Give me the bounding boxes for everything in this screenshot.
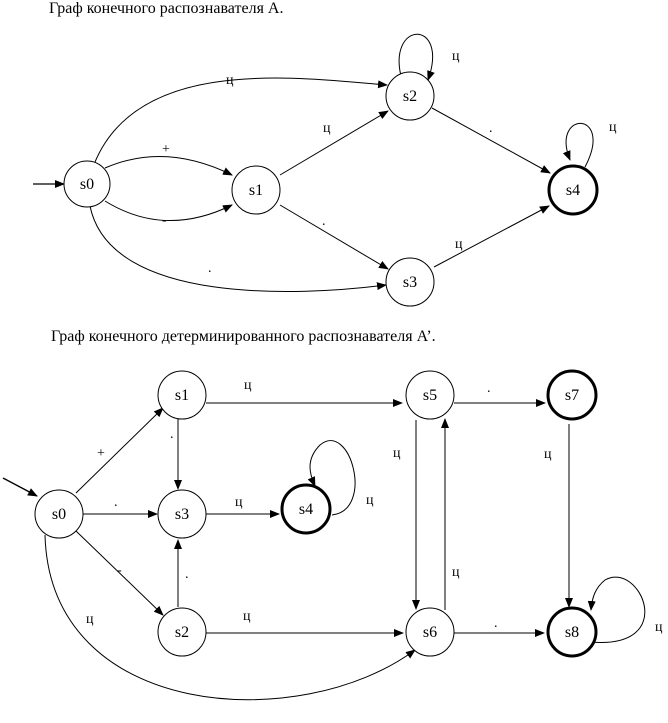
d2-state-s8: s8 [546, 606, 598, 658]
d2-label-s2-s3: . [185, 567, 189, 582]
d2-initial-arrow [2, 477, 38, 497]
d2-state-s5: s5 [405, 370, 455, 420]
d1-edge-s3-s4 [433, 205, 550, 268]
d1-label-s1-s3: . [322, 214, 326, 229]
d2-state-s5-label: s5 [423, 387, 437, 404]
d2-label-s6-s8: . [494, 616, 498, 631]
d2-label-s0-s2: - [117, 563, 122, 578]
d2-edge-s0-s2 [75, 530, 164, 616]
d1-edge-s1-s2 [279, 110, 389, 176]
d2-state-s1-label: s1 [175, 387, 189, 404]
d2-state-s0: s0 [34, 489, 84, 539]
d2-state-s1: s1 [157, 370, 207, 420]
d2-state-s7: s7 [546, 369, 598, 421]
d1-state-s2-label: s2 [403, 88, 417, 105]
d2-label-s6-s5: ц [452, 565, 460, 580]
d1-state-s1: s1 [231, 165, 281, 215]
d1-label-s0-s2: ц [226, 73, 234, 88]
d1-label-s2-loop: ц [452, 49, 460, 64]
d1-edge-s2-loop [398, 33, 435, 81]
d1-label-s1-s2: ц [323, 121, 331, 136]
d1-state-s3: s3 [385, 257, 435, 307]
d1-state-s4: s4 [547, 164, 599, 216]
d2-state-s3-label: s3 [175, 506, 189, 523]
d2-state-s0-label: s0 [52, 506, 66, 523]
d2-edge-s0-s1 [75, 407, 164, 494]
d1-edge-s2-s4 [431, 107, 551, 174]
d1-edge-s0-s3 [89, 205, 387, 292]
d2-label-s5-s6: ц [393, 446, 401, 461]
d1-edge-s0-s2 [94, 77, 388, 163]
d1-label-s2-s4: . [489, 121, 493, 136]
d2-edge-s8-loop [587, 576, 646, 643]
d2-state-s4: s4 [280, 483, 332, 535]
d2-state-s2: s2 [157, 607, 207, 657]
d2-label-s8-loop: ц [655, 620, 663, 635]
d1-state-s3-label: s3 [403, 274, 417, 291]
d2-label-s3-s4: ц [235, 495, 243, 510]
d2-state-s8-label: s8 [565, 624, 579, 641]
d1-label-s0-s1-plus: + [162, 142, 170, 157]
d2-state-s3: s3 [157, 489, 207, 539]
d1-edge-s0-s1-plus [104, 156, 233, 176]
d2-label-s0-s6: ц [86, 612, 94, 627]
d2-state-s7-label: s7 [565, 387, 579, 404]
d2-state-s6-label: s6 [423, 624, 437, 641]
d1-edge-s0-s1-minus [104, 200, 233, 221]
d1-label-s0-s1-minus: - [162, 213, 167, 228]
diagram2-title: Граф конечного детерминированного распоз… [51, 328, 436, 345]
d2-state-s2-label: s2 [175, 624, 189, 641]
d1-edge-s4-loop [562, 122, 594, 168]
diagram2: + . - ц . ц . ц ц ц ц ц . . ц ц s0 s1 [2, 369, 663, 701]
d1-state-s0-label: s0 [80, 176, 94, 193]
diagram1-title: Граф конечного распознавателя A. [49, 0, 284, 17]
d1-label-s0-s3: . [208, 261, 212, 276]
d2-label-s4-loop: ц [366, 493, 374, 508]
d1-state-s1-label: s1 [249, 182, 263, 199]
d1-state-s0: s0 [63, 160, 111, 208]
diagram1: + - ц . ц . ц . ц ц s0 s1 s2 s3 [33, 33, 617, 307]
d1-state-s4-label: s4 [566, 182, 580, 199]
d2-label-s0-s1: + [97, 446, 105, 461]
d2-label-s7-s8: ц [544, 447, 552, 462]
d2-label-s2-s6: ц [243, 609, 251, 624]
d2-label-s5-s7: . [487, 381, 491, 396]
d2-label-s0-s3: . [114, 495, 118, 510]
d2-state-s6: s6 [405, 607, 455, 657]
d2-state-s4-label: s4 [299, 501, 313, 518]
d1-edge-s1-s3 [279, 204, 389, 270]
d1-state-s2: s2 [385, 71, 435, 121]
d1-label-s4-loop: ц [609, 120, 617, 135]
d2-edge-s4-loop [307, 440, 356, 516]
d1-label-s3-s4: ц [455, 237, 463, 252]
d2-label-s1-s3: . [170, 427, 174, 442]
d2-edge-s0-s6 [44, 534, 416, 701]
d2-label-s1-s5: ц [244, 378, 252, 393]
